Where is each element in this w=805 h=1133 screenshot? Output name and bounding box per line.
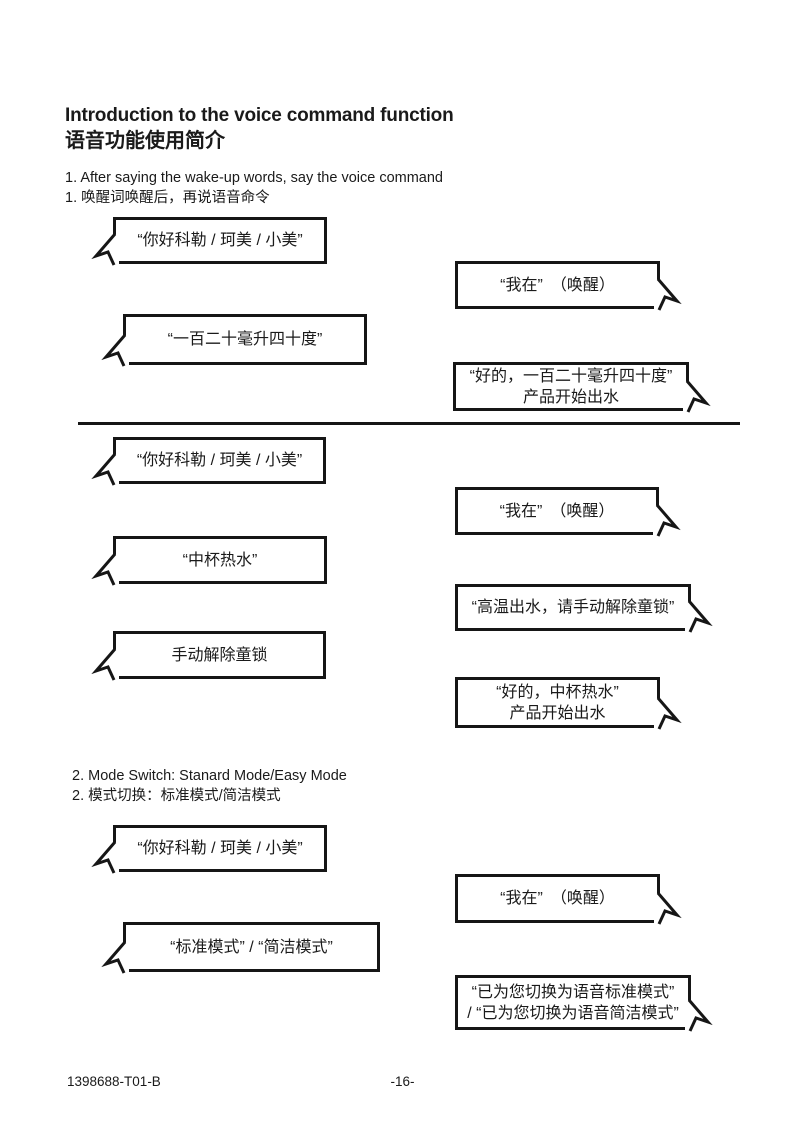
bubble-tail-right-icon (654, 697, 682, 730)
bubble-text: “标准模式” / “简洁模式” (170, 938, 333, 956)
bubble-tail-right-icon (685, 600, 713, 633)
speech-bubble-user: “你好科勒 / 珂美 / 小美” (91, 437, 326, 486)
bubble-tail-left-icon (91, 553, 119, 586)
section-2-label-zh: 2. 模式切换：标准模式/简洁模式 (72, 788, 281, 804)
speech-bubble-device: “好的，一百二十毫升四十度” 产品开始出水 (453, 362, 711, 413)
bubble-text: “我在” （唤醒） (499, 502, 615, 520)
bubble-text: “我在” （唤醒） (500, 276, 615, 294)
speech-bubble-user: “一百二十毫升四十度” (101, 314, 367, 367)
speech-bubble-device: “好的，中杯热水” 产品开始出水 (455, 677, 682, 730)
bubble-text: “高温出水，请手动解除童锁” (471, 599, 675, 616)
speech-bubble-user: 手动解除童锁 (91, 631, 326, 681)
speech-bubble-device: “高温出水，请手动解除童锁” (455, 584, 713, 633)
speech-bubble-device: “我在” （唤醒） (455, 487, 681, 537)
bubble-tail-right-icon (683, 380, 711, 413)
speech-bubble-user: “你好科勒 / 珂美 / 小美” (91, 217, 327, 266)
speech-bubble-user: “标准模式” / “简洁模式” (101, 922, 380, 974)
bubble-text: “中杯热水” (182, 551, 258, 569)
bubble-text: “好的，中杯热水” (496, 683, 619, 701)
section-2-heading: 2. Mode Switch: Stanard Mode/Easy Mode 2… (72, 767, 347, 805)
bubble-tail-right-icon (685, 999, 713, 1032)
bubble-tail-left-icon (91, 233, 119, 266)
bubble-text: “你好科勒 / 珂美 / 小美” (136, 452, 303, 469)
bubble-tail-left-icon (91, 453, 119, 486)
bubble-text: “我在” （唤醒） (500, 890, 615, 907)
bubble-tail-right-icon (654, 278, 682, 311)
bubble-text: / “已为您切换为语音简洁模式” (467, 1004, 679, 1022)
bubble-tail-left-icon (91, 648, 119, 681)
bubble-text: “你好科勒 / 珂美 / 小美” (137, 840, 303, 857)
section-1-label-zh: 1. 唤醒词唤醒后，再说语音命令 (65, 190, 270, 206)
section-1-label-en: 1. After saying the wake-up words, say t… (65, 170, 443, 186)
speech-bubble-device: “我在” （唤醒） (455, 261, 682, 311)
page-title-en: Introduction to the voice command functi… (65, 105, 454, 126)
bubble-tail-left-icon (91, 841, 119, 874)
footer-doc-number: 1398688-T01-B (67, 1074, 161, 1089)
bubble-text: 手动解除童锁 (171, 646, 268, 664)
speech-bubble-device: “已为您切换为语音标准模式” / “已为您切换为语音简洁模式” (455, 975, 713, 1032)
page-title-zh: 语音功能使用简介 (65, 130, 225, 152)
speech-bubble-user: “你好科勒 / 珂美 / 小美” (91, 825, 327, 874)
bubble-tail-left-icon (101, 941, 129, 974)
bubble-text: “一百二十毫升四十度” (167, 331, 323, 348)
bubble-text: “你好科勒 / 珂美 / 小美” (137, 232, 303, 249)
section-2-label-en: 2. Mode Switch: Stanard Mode/Easy Mode (72, 768, 347, 784)
section-1-heading: 1. After saying the wake-up words, say t… (65, 169, 443, 207)
section-divider (78, 422, 740, 425)
bubble-text: “已为您切换为语音标准模式” (471, 983, 675, 1001)
speech-bubble-device: “我在” （唤醒） (455, 874, 682, 925)
bubble-tail-right-icon (653, 504, 681, 537)
bubble-text: “好的，一百二十毫升四十度” (469, 367, 673, 385)
bubble-tail-right-icon (654, 892, 682, 925)
page-header: Introduction to the voice command functi… (65, 104, 454, 154)
bubble-tail-left-icon (101, 334, 129, 367)
speech-bubble-user: “中杯热水” (91, 536, 327, 586)
footer-page-number: -16- (390, 1074, 415, 1089)
bubble-text: 产品开始出水 (509, 704, 606, 722)
bubble-text: 产品开始出水 (522, 388, 619, 406)
